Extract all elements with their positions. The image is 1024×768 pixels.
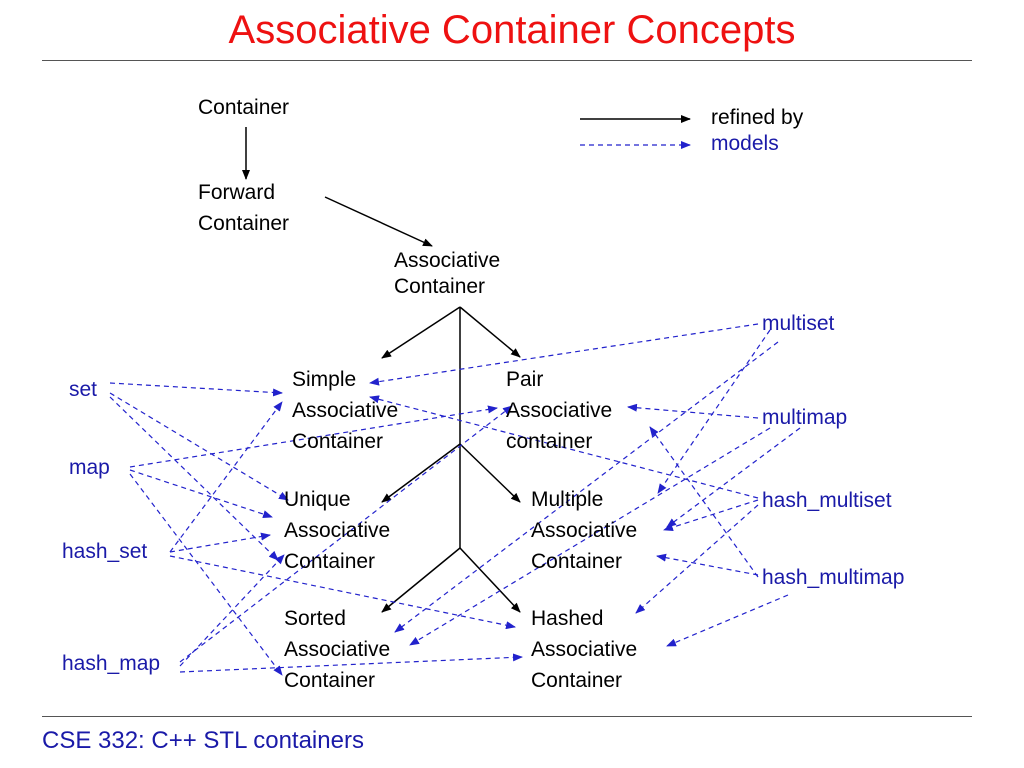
slide-footer: CSE 332: C++ STL containers [42,727,364,754]
concept-simple-line3: Container [292,430,384,453]
concept-unique-line1: Unique [284,488,351,511]
concept-multiple-line1: Multiple [531,488,604,511]
legend-models: models [711,132,779,155]
concept-multiple-associative-container: Multiple Associative Container [531,484,637,577]
model-hash-multimap: hash_multimap [762,566,905,589]
concept-unique-associative-container: Unique Associative Container [284,484,390,577]
model-hash-multiset: hash_multiset [762,489,892,512]
concept-multiple-line3: Container [531,550,623,573]
model-map: map [69,456,110,479]
concept-forward-container-line1: Forward [198,181,276,204]
model-hash-set: hash_set [62,540,148,563]
concept-hashed-line2: Associative [531,638,638,661]
concept-associative-container-line1: Associative [394,249,501,272]
legend-refined-by: refined by [711,106,804,129]
refinement-arrows [242,127,521,613]
concept-pair-line1: Pair [506,368,544,391]
concept-multiple-line2: Associative [531,519,638,542]
concept-simple-line1: Simple [292,368,357,391]
concept-forward-container: Forward Container [198,177,289,239]
model-multimap: multimap [762,406,848,429]
model-set: set [69,378,98,401]
concept-sorted-associative-container: Sorted Associative Container [284,603,390,696]
concept-hashed-associative-container: Hashed Associative Container [531,603,637,696]
concept-pair-line3: container [506,430,593,453]
concept-hashed-line3: Container [531,669,623,692]
concept-simple-associative-container: Simple Associative Container [292,364,398,457]
concept-associative-container-line2: Container [394,275,486,298]
model-multiset: multiset [762,312,835,335]
concept-simple-line2: Associative [292,399,399,422]
concept-associative-container: Associative Container [394,248,500,300]
concept-hashed-line1: Hashed [531,607,604,630]
concept-sorted-line1: Sorted [284,607,346,630]
concept-pair-associative-container: Pair Associative container [506,364,612,457]
concept-sorted-line2: Associative [284,638,391,661]
title-divider [42,60,972,61]
footer-divider [42,716,972,717]
slide-title: Associative Container Concepts [228,8,796,52]
concept-pair-line2: Associative [506,399,613,422]
model-hash-map: hash_map [62,652,161,675]
concept-unique-line2: Associative [284,519,391,542]
concept-container: Container [198,96,290,119]
concept-forward-container-line2: Container [198,212,290,235]
concept-unique-line3: Container [284,550,376,573]
model-arrows [109,323,801,676]
concept-sorted-line3: Container [284,669,376,692]
